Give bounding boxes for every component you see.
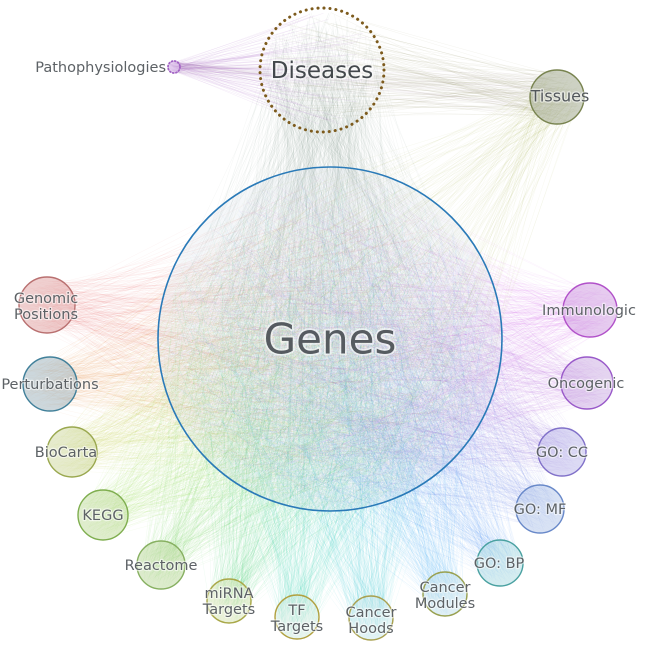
node-oncogenic[interactable]	[560, 356, 614, 410]
node-tf_targets[interactable]	[274, 594, 320, 640]
edges-go_bp-to-genes	[168, 175, 521, 585]
label-immunologic: Immunologic	[542, 303, 636, 319]
label-mirna_targets: Targets	[202, 602, 255, 618]
edges-pathophysiologies-to-tissues	[168, 61, 582, 122]
label-cancer_hoods: Hoods	[348, 621, 393, 637]
label-go_bp: GO: BP	[474, 556, 525, 572]
node-immunologic[interactable]	[562, 282, 618, 338]
node-cancer_hoods[interactable]	[348, 595, 394, 641]
node-pathophysiologies[interactable]	[167, 60, 181, 74]
node-tissues[interactable]	[529, 69, 585, 125]
node-genes[interactable]	[157, 166, 503, 512]
label-reactome: Reactome	[125, 558, 198, 574]
node-kegg[interactable]	[77, 489, 129, 541]
edges-tf_targets-to-genes	[166, 179, 493, 638]
nodes	[18, 6, 618, 641]
edges-mirna_targets-to-genes	[168, 176, 488, 622]
edges-reactome-to-genes	[139, 172, 495, 587]
label-oncogenic: Oncogenic	[548, 376, 625, 392]
label-mirna_targets: miRNA	[205, 586, 254, 602]
edges-oncogenic-to-genes	[167, 186, 612, 506]
label-tissues: Tissues	[530, 87, 590, 106]
label-diseases: Diseases	[271, 58, 373, 84]
edges-tissues-to-genes	[168, 71, 582, 504]
node-go_cc[interactable]	[537, 427, 587, 477]
edges-go_cc-to-genes	[166, 178, 585, 499]
label-cancer_hoods: Cancer	[345, 605, 396, 621]
edges-diseases-to-genes	[164, 12, 496, 503]
node-biocarta[interactable]	[46, 426, 98, 478]
label-kegg: KEGG	[82, 508, 123, 524]
node-go_bp[interactable]	[476, 539, 524, 587]
label-tf_targets: Targets	[270, 619, 323, 635]
label-pathophysiologies: Pathophysiologies	[35, 60, 166, 76]
edges-genomic_positions-to-genes	[20, 177, 493, 505]
node-go_mf[interactable]	[515, 484, 565, 534]
node-reactome[interactable]	[136, 540, 186, 590]
label-cancer_modules: Cancer	[419, 580, 470, 596]
label-perturbations: Perturbations	[1, 377, 98, 393]
edges-pathophysiologies-to-diseases	[168, 12, 380, 125]
edges-immunologic-to-genes	[166, 175, 616, 505]
label-genomic_positions: Positions	[14, 307, 78, 323]
label-cancer_modules: Modules	[415, 596, 475, 612]
edges-go_mf-to-genes	[173, 178, 562, 532]
node-mirna_targets[interactable]	[206, 578, 252, 624]
label-go_mf: GO: MF	[514, 502, 567, 518]
node-diseases[interactable]	[258, 6, 386, 134]
edges-kegg-to-genes	[79, 176, 494, 539]
node-perturbations[interactable]	[22, 356, 78, 412]
label-genomic_positions: Genomic	[14, 291, 78, 307]
label-biocarta: BioCarta	[35, 445, 97, 461]
label-genes: Genes	[264, 315, 397, 364]
node-cancer_modules[interactable]	[422, 571, 468, 617]
node-labels: Genes Diseases PathophysiologiesTissuesGen…	[0, 56, 637, 638]
label-tf_targets: TF	[287, 603, 305, 619]
label-go_cc: GO: CC	[536, 445, 588, 461]
node-genomic_positions[interactable]	[18, 276, 76, 334]
edges-cancer_hoods-to-genes	[174, 182, 494, 638]
